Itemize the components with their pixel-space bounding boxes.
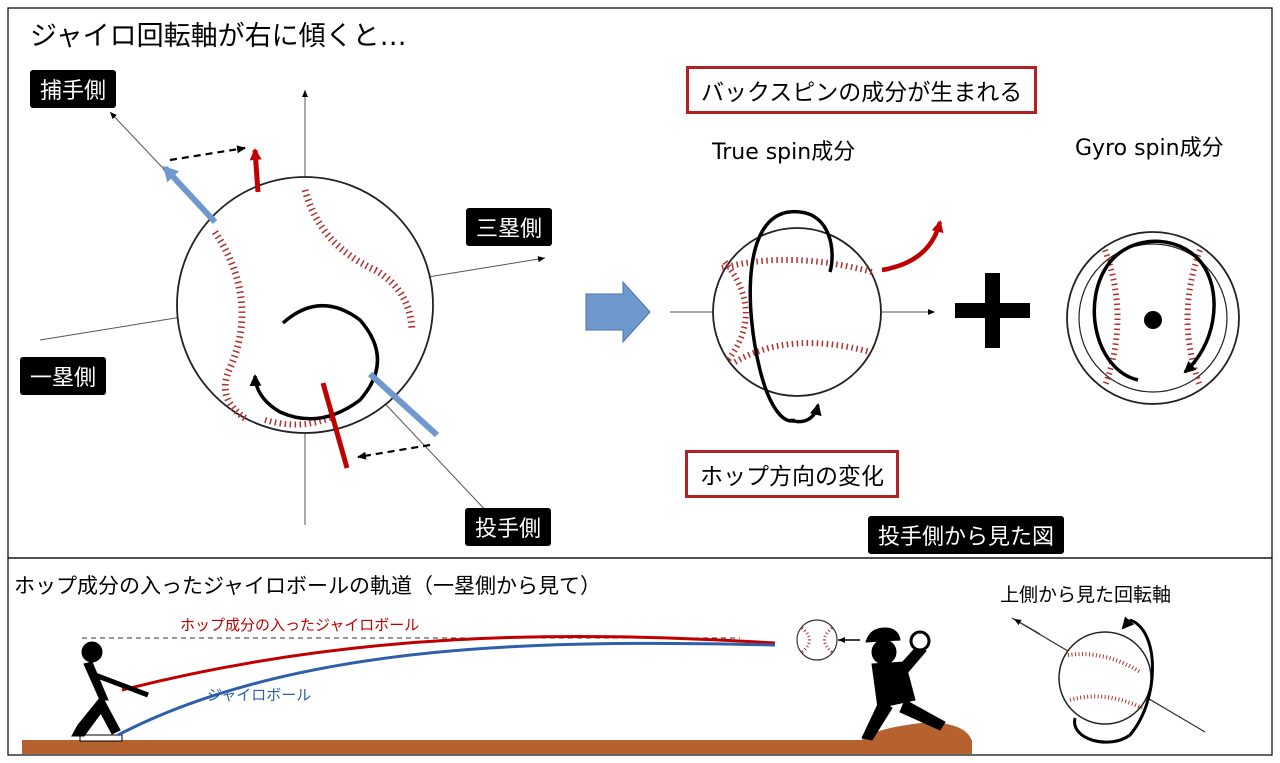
seam-small-left [801,626,811,654]
label-gyro-spin: Gyro spin成分 [1075,136,1224,161]
axis-arrow-catcher [162,165,218,225]
seam-gyro-left [1102,248,1121,388]
label-pitcher-side: 投手側 [465,508,552,546]
batter-silhouette [71,641,149,737]
gyro-spin-arrow [1092,239,1216,382]
true-spin-ring-left [748,210,801,423]
true-spin-ring-top [799,210,834,273]
plus-vertical [985,273,1000,348]
seam-bottom [264,415,332,428]
bottom-title: ホップ成分の入ったジャイロボールの軌道（一塁側から見て） [14,574,601,598]
box-backspin-generated: バックスピンの成分が生まれる [686,66,1038,114]
box-hop-direction-change: ホップ方向の変化 [685,450,899,498]
label-true-spin: True spin成分 [712,140,856,165]
baseball-large [176,176,434,434]
axis-segment-pitcher [367,371,440,438]
label-first-base-side: 一塁側 [20,357,107,395]
gyro-trajectory [117,641,776,737]
label-catcher-side: 捕手側 [30,70,117,108]
dashed-arrow-top [169,145,246,162]
ground-dirt [22,740,972,754]
dashed-arrow-bottom [357,443,431,460]
baseball-top-view [1058,631,1152,725]
red-vertical-bar [320,382,350,469]
seam-left [212,230,250,423]
label-top-view-axis: 上側から見た回転軸 [1000,584,1172,606]
label-hop-gyro-ball: ホップ成分の入ったジャイロボール [180,616,420,634]
seam-top-view-2 [1069,694,1143,710]
hop-red-arrow [881,220,944,273]
red-vertical-arrow [249,148,262,193]
seam-gyro-right [1184,248,1203,388]
seam-small-right [823,626,833,654]
home-plate [79,734,123,742]
top-view-spin-ring [1073,618,1154,744]
spin-curl-arrow [249,304,380,421]
label-view-from-pitcher: 投手側から見た図 [868,516,1065,554]
label-gyro-ball: ジャイロボール [207,686,312,704]
seam-true-top [721,256,873,275]
gyro-axis-dot [1144,311,1162,329]
bottom-panel-frame [7,557,1273,756]
seam-true-bottom [733,340,871,365]
block-arrow-right [585,280,651,344]
true-spin-ring-arrow [789,403,822,424]
top-view-spin-arrow [1121,616,1135,630]
pitcher-silhouette [861,627,946,741]
baseball-true-spin [712,227,882,397]
hop-gyro-trajectory [121,634,776,692]
diagram-title: ジャイロ回転軸が右に傾くと… [30,21,407,52]
gyro-inner-ring [1078,243,1228,393]
pitcher-mound [860,722,972,742]
baseball-small [796,619,838,661]
top-view-axis-arrow [1013,618,1041,635]
label-third-base-side: 三塁側 [466,208,553,246]
